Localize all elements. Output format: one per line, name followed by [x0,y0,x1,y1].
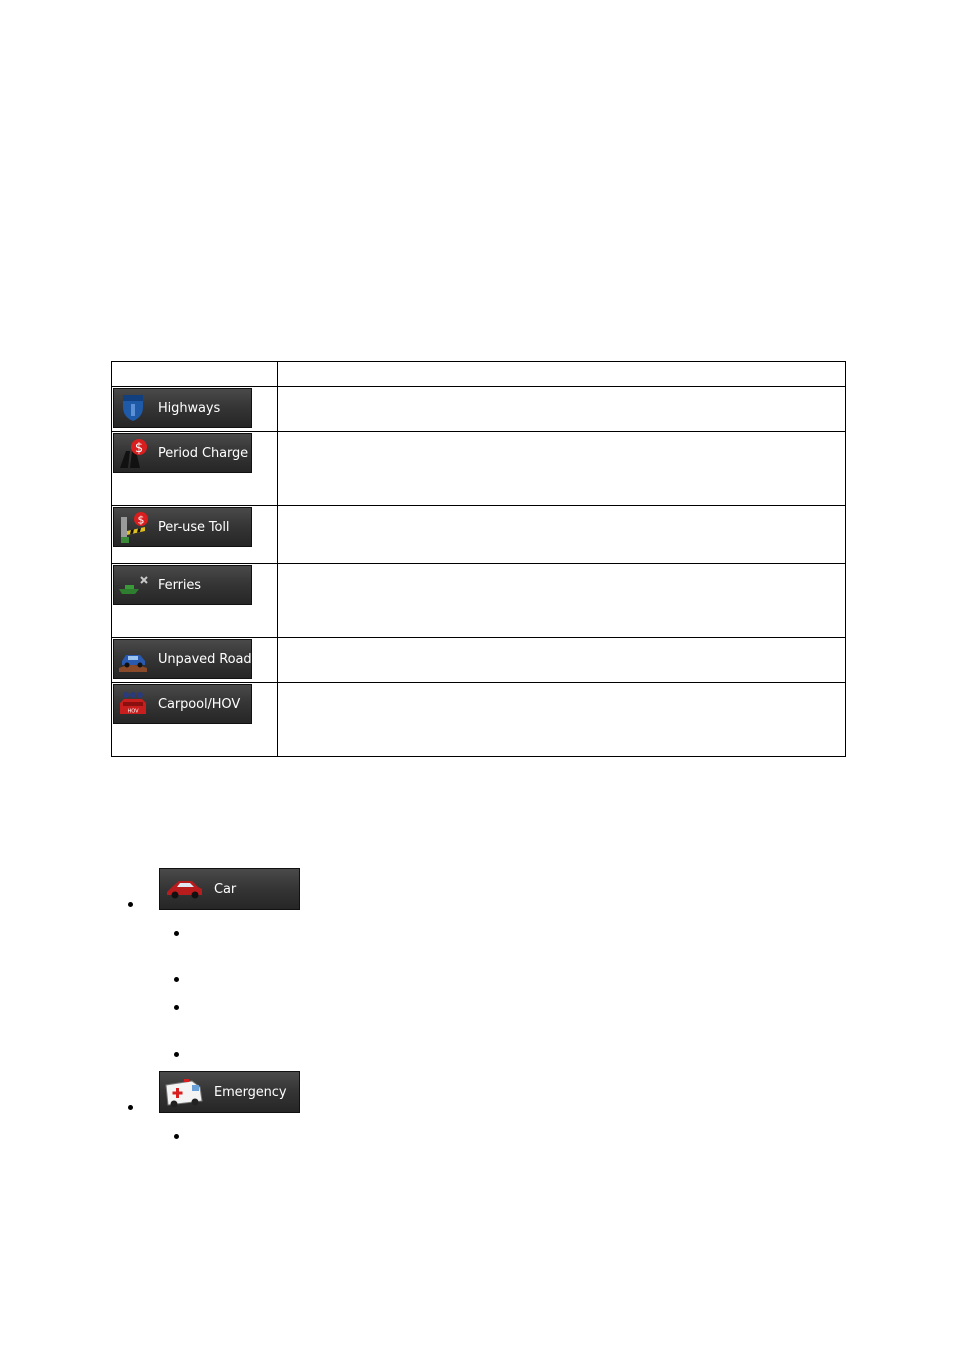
table-row: HOV Carpool/HOV [111,682,846,757]
period-charge-icon: $ [114,434,152,472]
svg-text:$: $ [138,514,145,527]
carpool-icon: HOV [114,685,152,723]
table-row: $ Per-use Toll [111,505,846,564]
carpool-hov-button[interactable]: HOV Carpool/HOV [113,684,252,724]
unpaved-roads-description [277,637,846,683]
table-row: Highways [111,386,846,432]
emergency-label: Emergency [214,1084,287,1100]
svg-text:$: $ [135,441,143,456]
ambulance-icon [160,1073,208,1111]
per-use-toll-label: Per-use Toll [158,519,230,535]
bullet [174,1005,179,1010]
bullet [174,1134,179,1139]
table-row: Ferries [111,563,846,638]
bullet [174,1052,179,1057]
car-button[interactable]: Car [159,868,300,910]
highways-label: Highways [158,400,221,416]
header-cell-description [277,361,846,387]
highways-description [277,386,846,432]
ferries-button[interactable]: Ferries [113,565,252,605]
unpaved-road-icon [114,640,152,678]
per-use-toll-description [277,505,846,564]
ferry-icon [114,566,152,604]
period-charge-label: Period Charge [158,445,249,461]
table-row: Unpaved Roads [111,637,846,683]
car-label: Car [214,881,237,897]
carpool-hov-label: Carpool/HOV [158,696,241,712]
period-charge-description [277,431,846,506]
ferries-label: Ferries [158,577,201,593]
period-charge-button[interactable]: $ Period Charge [113,433,252,473]
carpool-hov-description [277,682,846,757]
header-cell-type [111,361,278,387]
per-use-toll-button[interactable]: $ Per-use Toll [113,507,252,547]
toll-gate-icon: $ [114,508,152,546]
emergency-button[interactable]: Emergency [159,1071,300,1113]
road-types-table: Highways $ Period Charge [111,361,846,757]
unpaved-roads-button[interactable]: Unpaved Roads [113,639,258,679]
table-row: $ Period Charge [111,431,846,506]
unpaved-roads-label: Unpaved Roads [158,651,259,667]
highway-icon [114,389,152,427]
bullet [174,931,179,936]
highways-button[interactable]: Highways [113,388,252,428]
table-header-row [111,361,846,387]
bullet [174,977,179,982]
bullet [128,1105,133,1110]
ferries-description [277,563,846,638]
bullet [128,902,133,907]
svg-text:HOV: HOV [127,709,139,715]
car-icon [160,870,208,908]
